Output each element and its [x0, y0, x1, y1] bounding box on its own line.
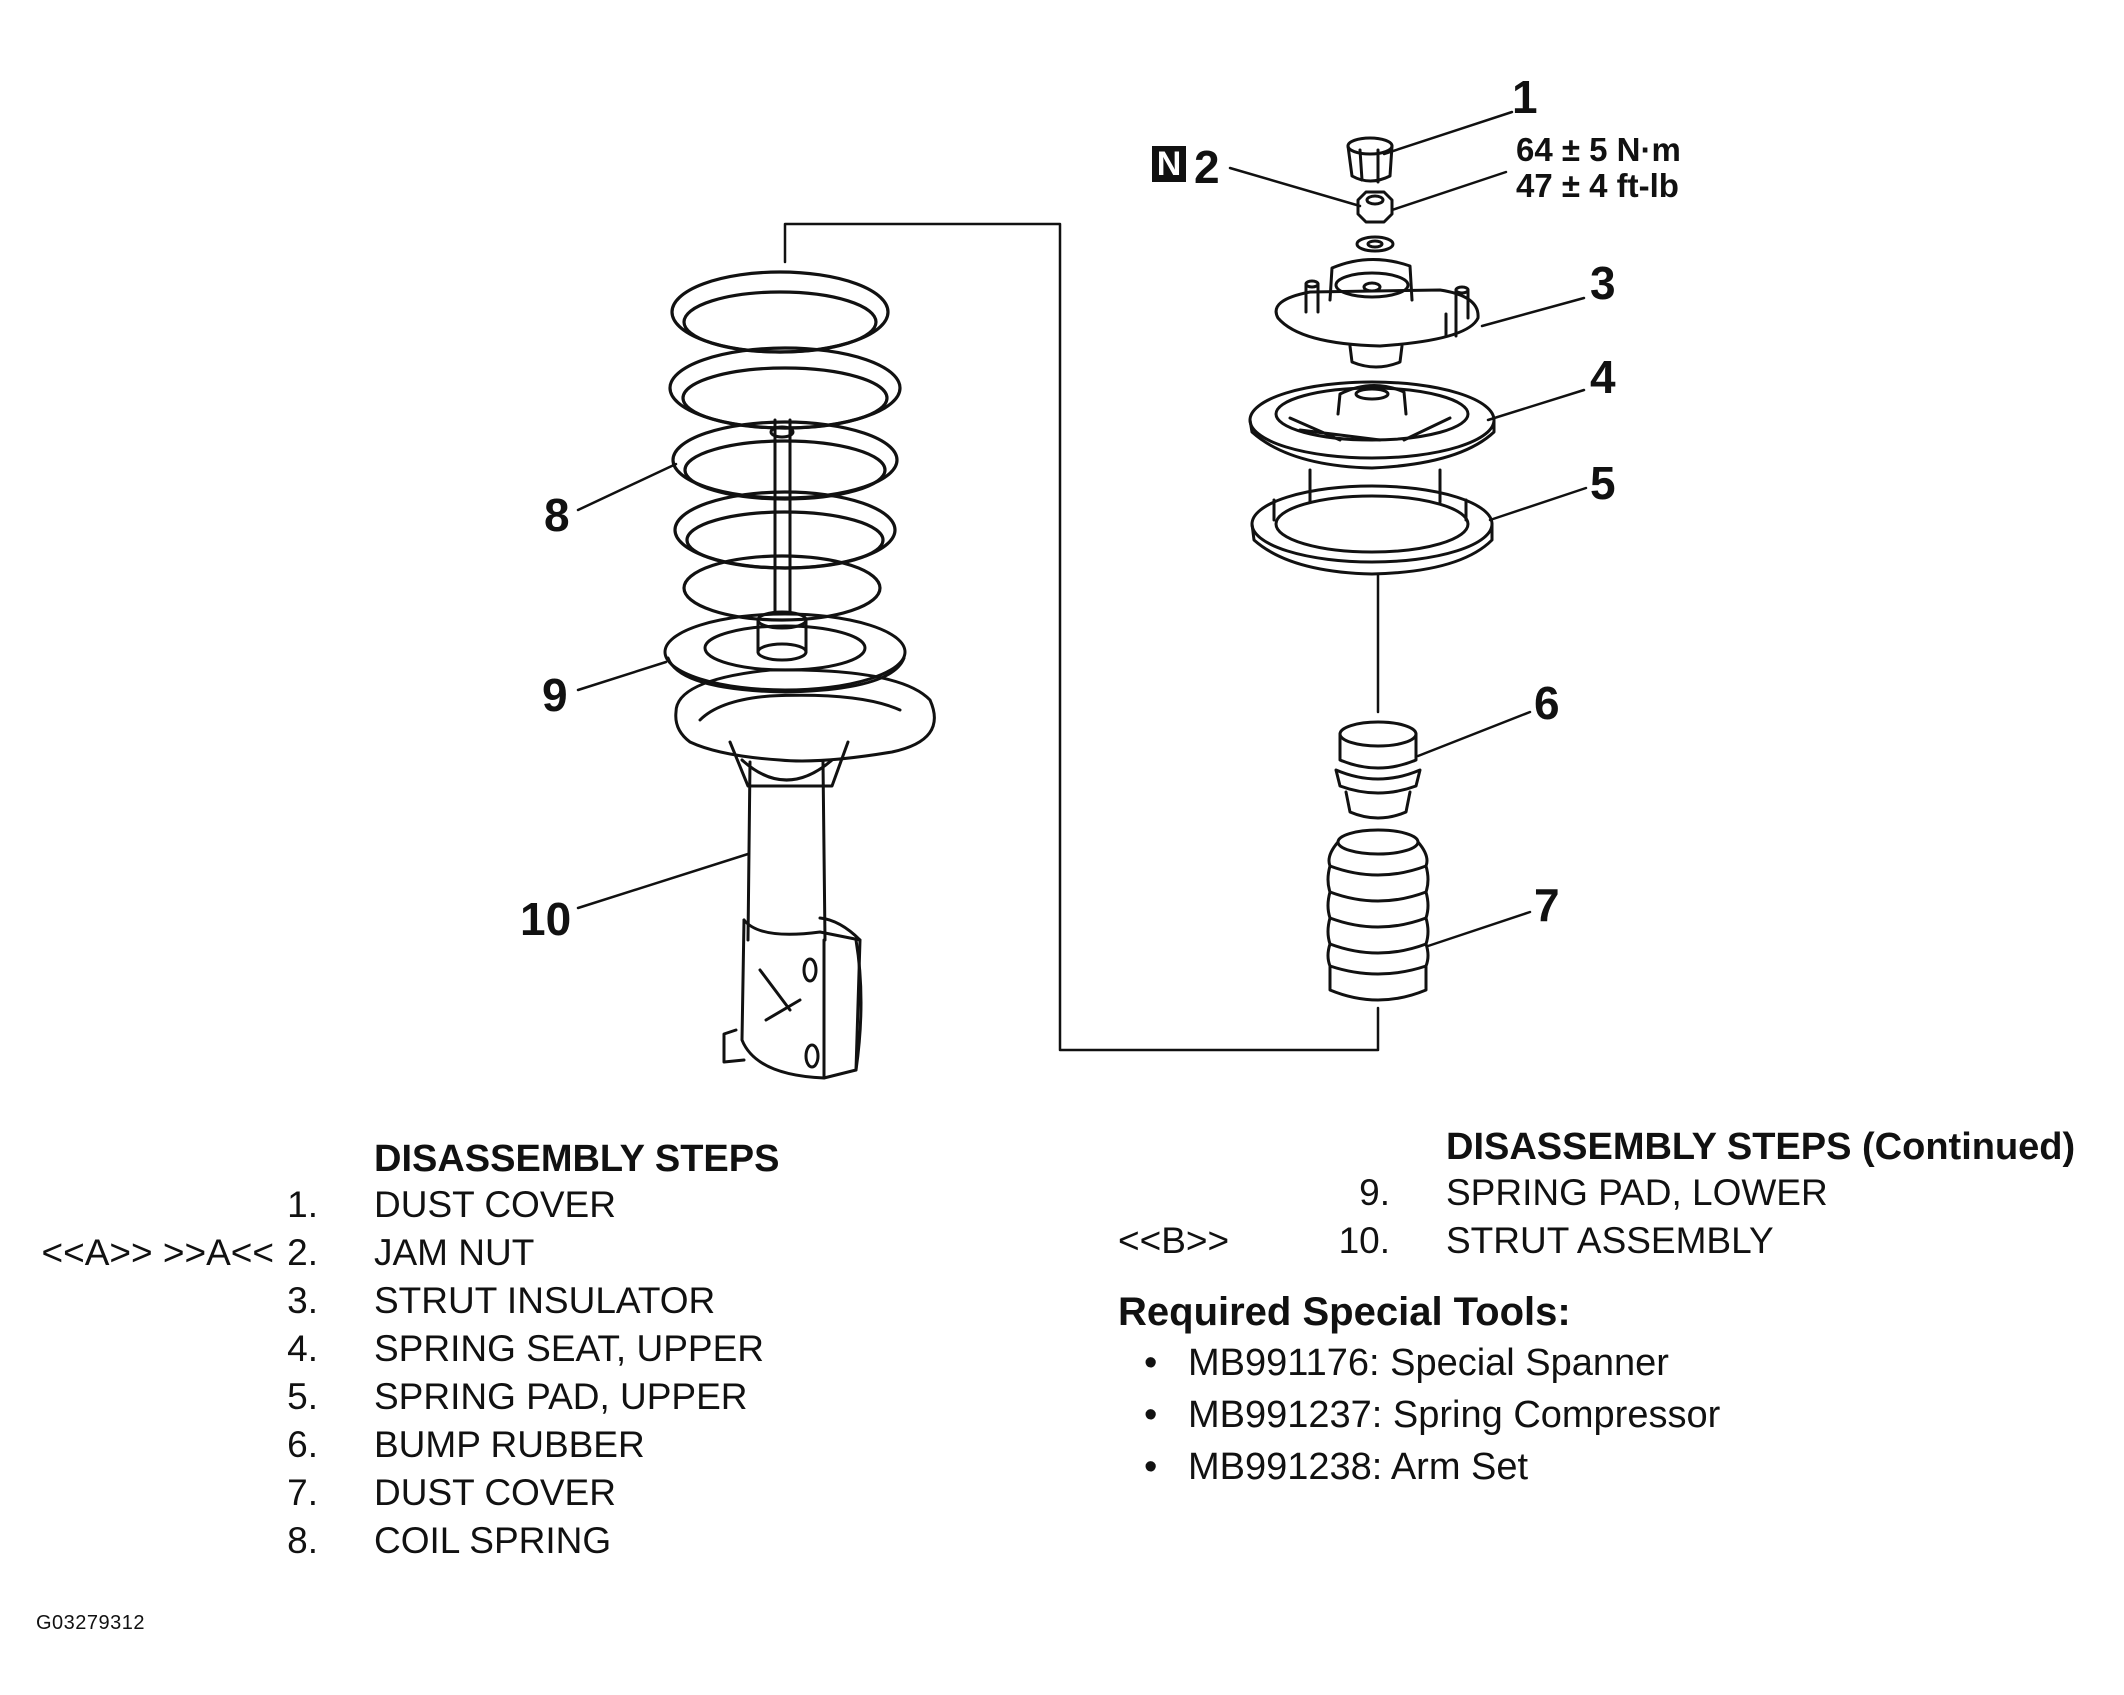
step-reference-code: <<A>> >>A<< [41, 1232, 275, 1273]
step-number: 7. [287, 1472, 318, 1513]
step-number: 5. [287, 1376, 318, 1417]
new-part-badge: N [1152, 146, 1186, 182]
jam-nut-shape [1355, 190, 1395, 253]
leader-torque [1390, 170, 1508, 212]
lower-spring-pad-shape [663, 612, 907, 694]
special-tool-item: • MB991237: Spring Compressor [1144, 1394, 1720, 1437]
dust-cap-shape [1346, 136, 1394, 184]
step-name: STRUT ASSEMBLY [1446, 1220, 1774, 1261]
step-number: 2. [287, 1232, 318, 1273]
leader-2 [1228, 166, 1362, 208]
leader-3 [1480, 296, 1586, 328]
leader-6 [1416, 710, 1532, 758]
callout-4: 4 [1590, 351, 1616, 403]
torque-spec: 64 ± 5 N·m 47 ± 4 ft-lb [1516, 132, 1681, 203]
torque-metric: 64 ± 5 N·m [1516, 131, 1681, 168]
step-name: STRUT INSULATOR [374, 1280, 716, 1321]
coil-spring-shape [668, 270, 902, 622]
callout-6: 6 [1534, 677, 1560, 729]
leader-5 [1488, 486, 1588, 522]
disassembly-heading: DISASSEMBLY STEPS [374, 1138, 780, 1180]
step-name: DUST COVER [374, 1184, 616, 1225]
step-name: BUMP RUBBER [374, 1424, 645, 1465]
callout-1: 1 [1512, 71, 1538, 123]
upper-spring-seat-shape [1248, 380, 1496, 470]
figure-id: G03279312 [36, 1612, 146, 1634]
strut-insulator-shape [1274, 258, 1480, 369]
leader-9 [576, 660, 668, 692]
step-name: SPRING PAD, LOWER [1446, 1172, 1828, 1213]
leader-4 [1486, 388, 1586, 422]
bullet-icon: • [1144, 1394, 1158, 1436]
strut-assembly-shape [674, 418, 936, 1080]
tool-label: MB991238: Arm Set [1188, 1446, 1529, 1488]
special-tool-item: • MB991176: Special Spanner [1144, 1342, 1669, 1385]
dust-boot-shape [1326, 828, 1430, 1002]
special-tool-item: • MB991238: Arm Set [1144, 1446, 1528, 1489]
step-number: 9. [1359, 1172, 1390, 1213]
leader-lines [576, 110, 1588, 948]
step-name: COIL SPRING [374, 1520, 612, 1561]
callout-9: 9 [542, 669, 568, 721]
step-number: 1. [287, 1184, 318, 1225]
step-name: JAM NUT [374, 1232, 535, 1273]
step-name: SPRING PAD, UPPER [374, 1376, 748, 1417]
disassembly-continued-heading: DISASSEMBLY STEPS (Continued) [1446, 1126, 2076, 1168]
callout-5: 5 [1590, 457, 1616, 509]
tool-label: MB991237: Spring Compressor [1188, 1394, 1721, 1436]
callout-7: 7 [1534, 879, 1560, 931]
special-tools-title: Required Special Tools: [1118, 1290, 1571, 1334]
step-name: SPRING SEAT, UPPER [374, 1328, 764, 1369]
leader-10 [576, 852, 750, 910]
step-number: 4. [287, 1328, 318, 1369]
bullet-icon: • [1144, 1342, 1158, 1384]
callout-3: 3 [1590, 257, 1616, 309]
step-number: 6. [287, 1424, 318, 1465]
leader-8 [576, 462, 678, 512]
step-reference-code: <<B>> [1118, 1220, 1230, 1261]
callout-10: 10 [520, 893, 572, 945]
torque-imperial: 47 ± 4 ft-lb [1516, 166, 1679, 204]
leader-1 [1382, 110, 1514, 156]
bump-rubber-shape [1334, 720, 1422, 820]
callout-8: 8 [544, 489, 570, 541]
upper-spring-pad-shape [1250, 468, 1494, 576]
step-number: 3. [287, 1280, 318, 1321]
bullet-icon: • [1144, 1446, 1158, 1488]
tool-label: MB991176: Special Spanner [1188, 1342, 1669, 1384]
step-name: DUST COVER [374, 1472, 616, 1513]
leader-7 [1426, 910, 1532, 948]
step-number: 8. [287, 1520, 318, 1561]
assembly-bracket-line [783, 222, 1380, 1052]
callout-2: 2 [1194, 141, 1220, 193]
step-number: 10. [1338, 1220, 1390, 1261]
